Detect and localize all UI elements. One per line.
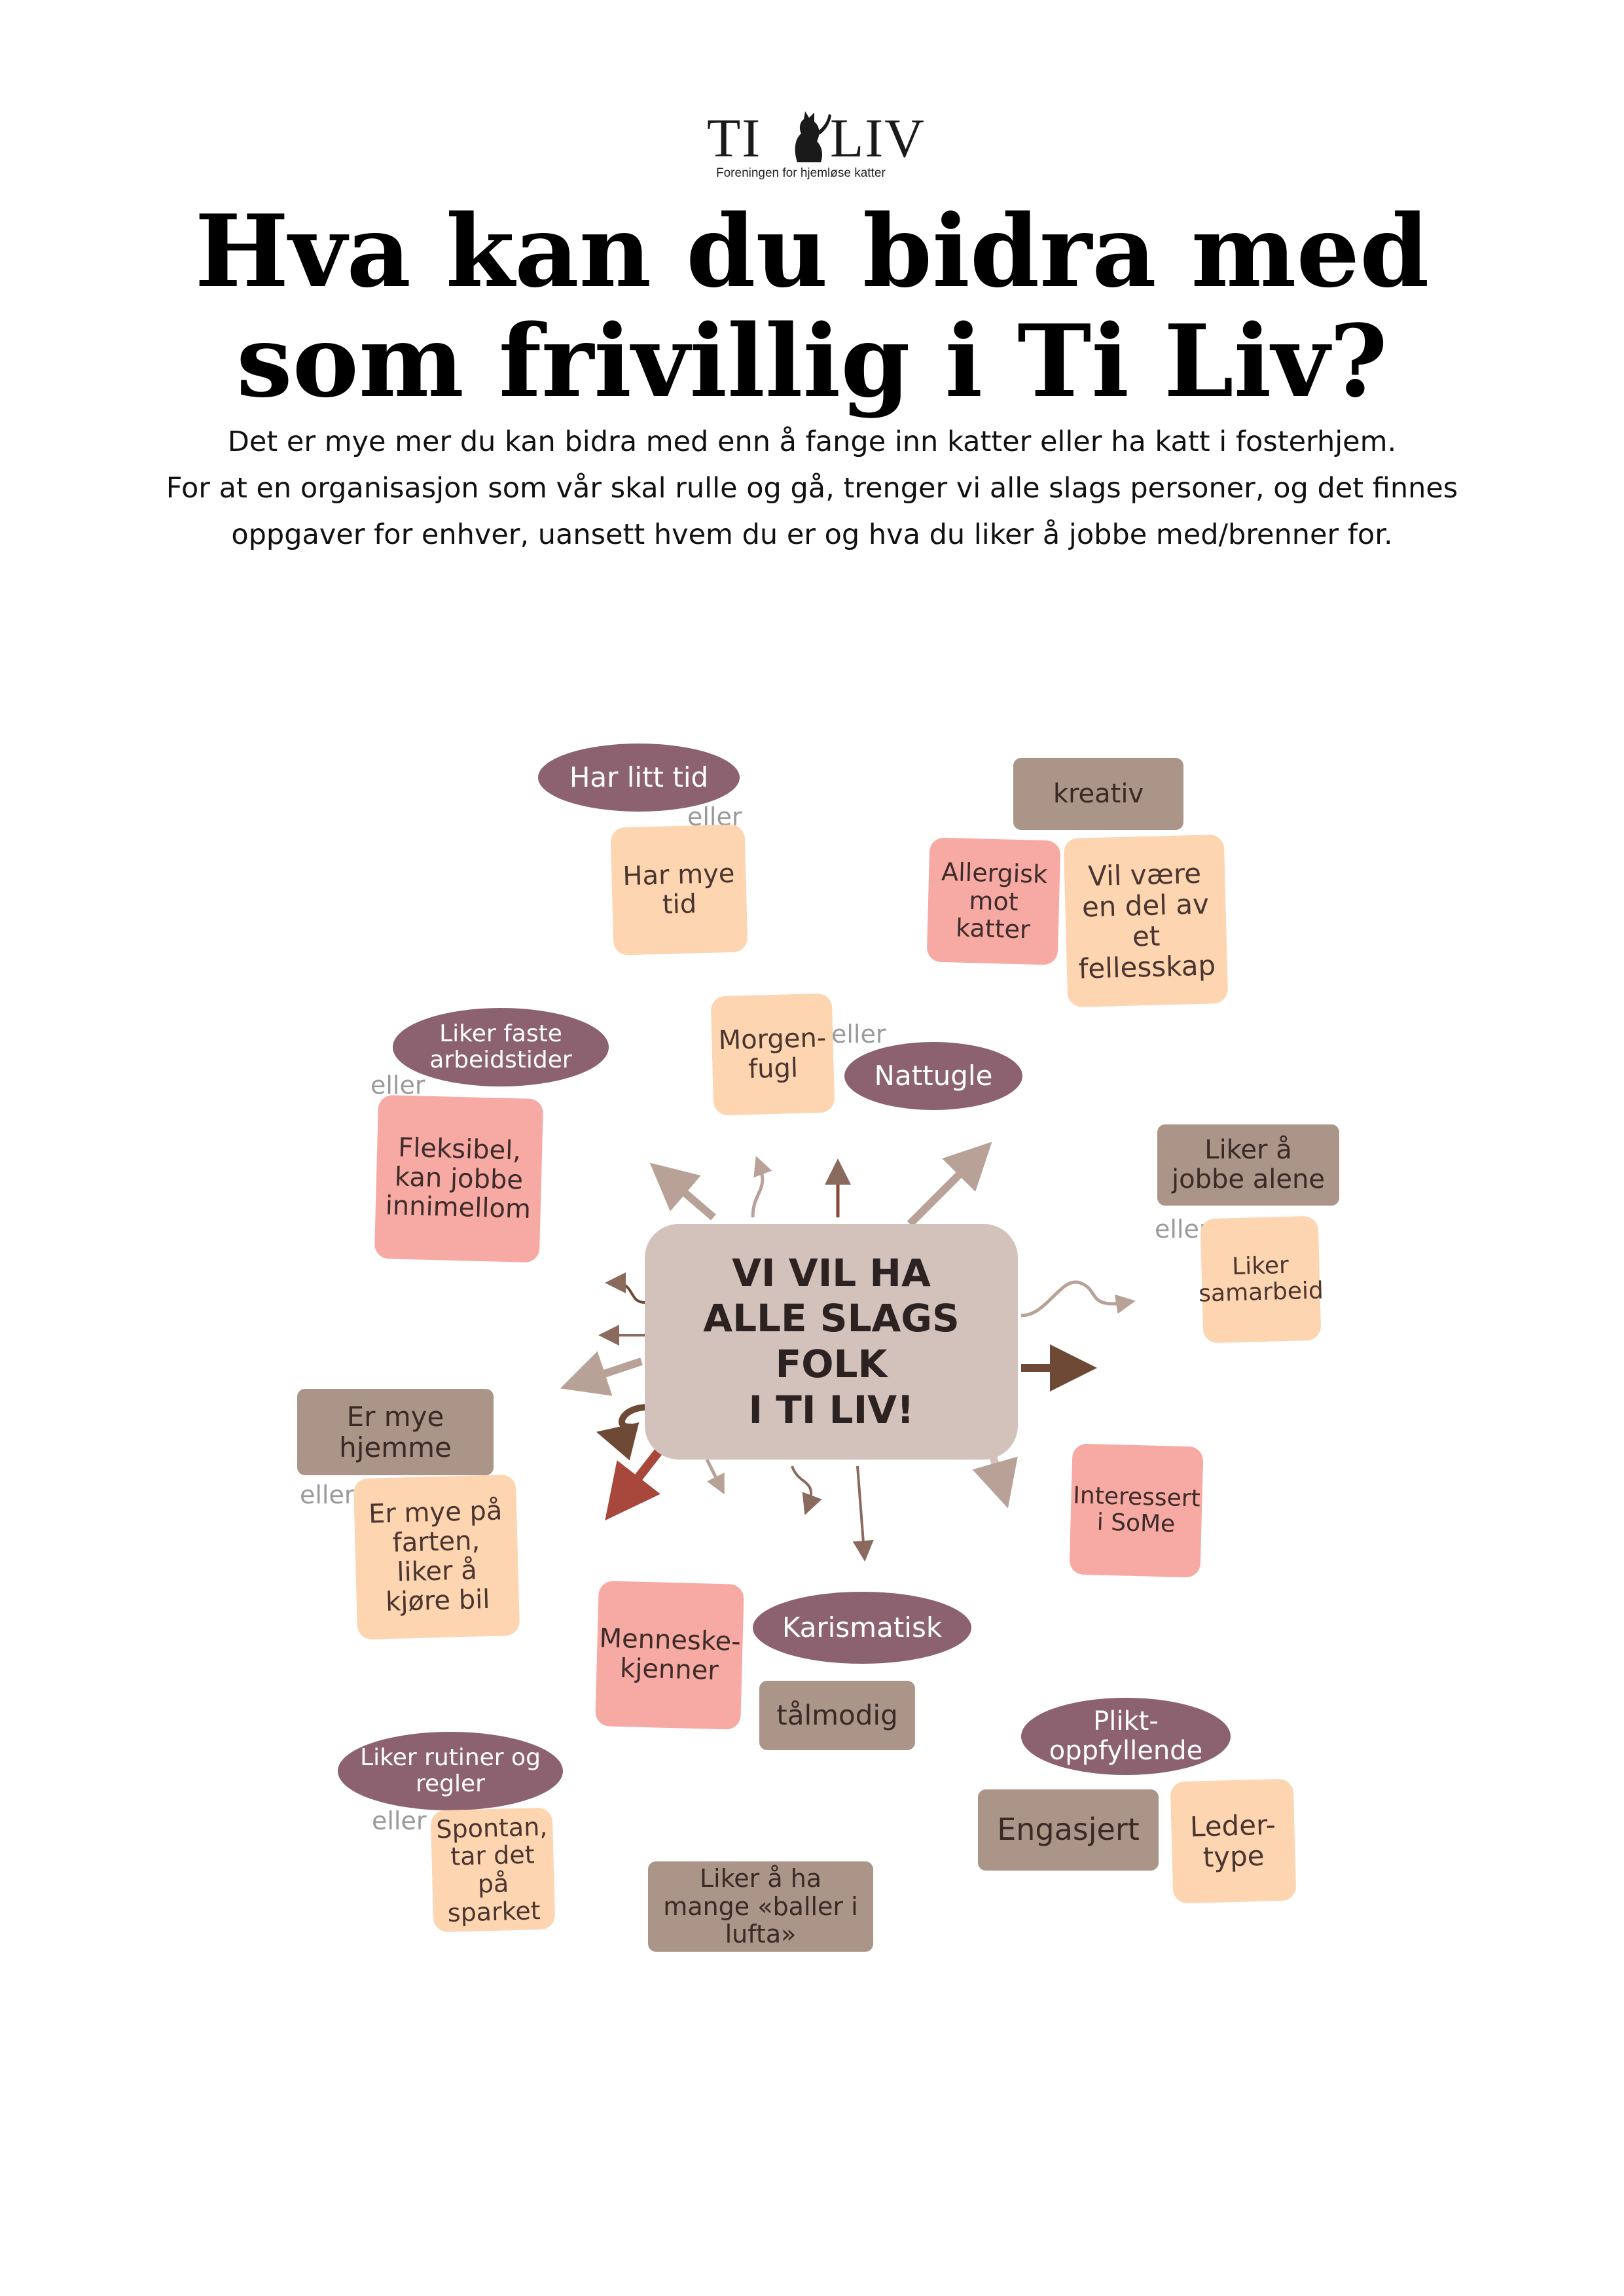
arrow-down-small [705, 1458, 725, 1495]
trait-fellesskap: Vil være en del av et fellesskap [1063, 834, 1229, 1008]
trait-samarbeid: Liker samarbeid [1199, 1215, 1324, 1344]
arrow-up-squiggle [751, 1155, 772, 1218]
eller-label: eller [370, 1071, 425, 1100]
logo-tagline: Foreningen for hjemløse katter [716, 166, 886, 180]
center-line-3: I TI LIV! [748, 1387, 914, 1432]
trait-karismatisk: Karismatisk [753, 1592, 971, 1664]
trait-engasjert: Engasjert [978, 1789, 1159, 1871]
arrow-left-upper [605, 1272, 645, 1304]
arrow-left [560, 1351, 643, 1396]
logo: TI LIV Foreningen for hjemløse katter [707, 105, 926, 183]
eller-label: eller [372, 1806, 427, 1835]
arrow-down-squiggle [791, 1465, 822, 1515]
intro-line-3: oppgaver for enhver, uansett hvem du er … [231, 518, 1393, 551]
trait-some: Interessert i SoMe [1069, 1443, 1204, 1578]
trait-spontan: Spontan, tar det på sparket [430, 1807, 556, 1933]
trait-har-mye-tid: Har mye tid [610, 824, 748, 956]
arrow-up-right [907, 1141, 992, 1227]
trait-menneskekjenner: Menneske-kjenner [595, 1581, 744, 1730]
cat-logo-icon [795, 111, 831, 162]
trait-pliktoppfyllende: Plikt-oppfyllende [1021, 1698, 1231, 1775]
trait-rutiner: Liker rutiner og regler [338, 1732, 563, 1810]
page-title: Hva kan du bidra med som frivillig i Ti … [0, 196, 1624, 416]
center-line-2: ALLE SLAGS FOLK [703, 1296, 960, 1386]
trait-talmodig: tålmodig [759, 1681, 915, 1750]
center-line-1: VI VIL HA [732, 1250, 931, 1295]
trait-morgenfugl: Morgen-fugl [710, 993, 835, 1116]
trait-nattugle: Nattugle [844, 1042, 1022, 1110]
intro-line-1: Det er mye mer du kan bidra med enn å fa… [227, 425, 1397, 458]
trait-allergisk: Allergisk mot katter [926, 837, 1061, 965]
trait-faste-arbeidstider: Liker faste arbeidstider [393, 1008, 609, 1086]
title-line-2: som frivillig i Ti Liv? [236, 302, 1388, 420]
arrow-up-left [649, 1162, 716, 1221]
arrow-left-curl [596, 1404, 649, 1461]
logo-word-liv: LIV [830, 108, 926, 169]
trait-farten: Er mye på farten, liker å kjøre bil [353, 1474, 520, 1640]
trait-har-litt-tid: Har litt tid [538, 744, 740, 812]
eller-label: eller [300, 1480, 355, 1509]
title-line-1: Hva kan du bidra med [194, 192, 1430, 310]
intro-paragraph: Det er mye mer du kan bidra med enn å fa… [131, 419, 1493, 558]
logo-word-ti: TI [707, 108, 762, 169]
trait-kreativ: kreativ [1013, 758, 1183, 830]
intro-line-2: For at en organisasjon som vår skal rull… [166, 472, 1458, 505]
trait-mye-hjemme: Er mye hjemme [297, 1389, 494, 1475]
trait-jobbe-alene: Liker å jobbe alene [1157, 1124, 1339, 1206]
eller-label: eller [831, 1020, 886, 1049]
trait-fleksibel: Fleksibel, kan jobbe innimellom [374, 1094, 544, 1263]
arrow-right-squiggle [1020, 1280, 1136, 1318]
arrow-down [852, 1465, 874, 1562]
center-box: VI VIL HA ALLE SLAGS FOLK I TI LIV! [645, 1224, 1018, 1460]
trait-baller-i-lufta: Liker å ha mange «baller i lufta» [648, 1861, 873, 1952]
trait-ledertype: Leder-type [1170, 1778, 1297, 1904]
